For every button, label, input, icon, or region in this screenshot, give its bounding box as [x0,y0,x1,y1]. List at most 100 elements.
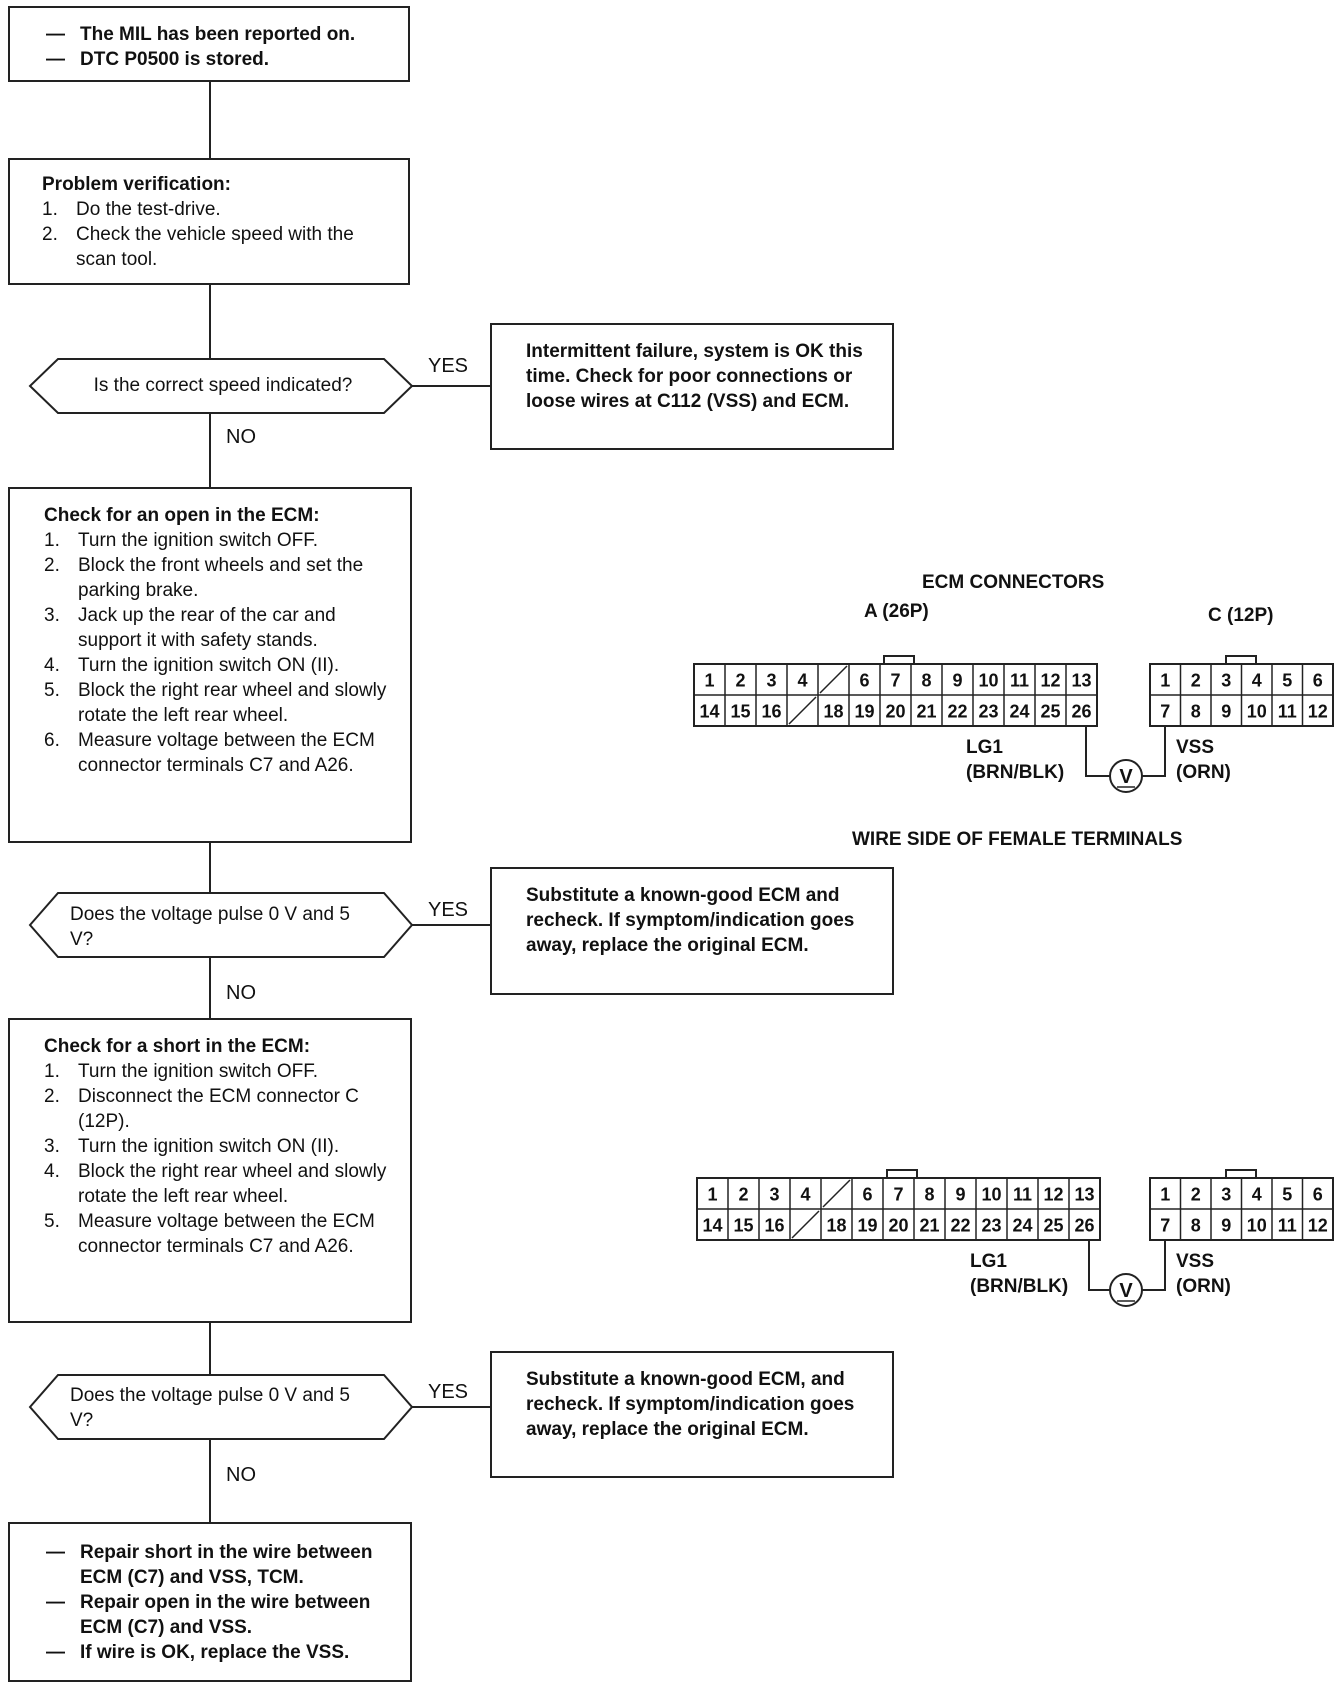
connector-c-top-terminal: 1 [1160,671,1170,691]
yes2-result-text: Substitute a known-good ECM and recheck.… [526,885,855,956]
connector-c-top-terminal: 7 [1160,702,1170,722]
connector-c-bottom-terminal: 12 [1308,1216,1328,1236]
vss-color-1: (ORN) [1176,762,1231,783]
connector-c-top-terminal: 4 [1252,671,1262,691]
connector-c-bottom-terminal: 11 [1278,1216,1297,1236]
connector-c-bottom-terminal: 6 [1313,1185,1323,1205]
connector-a-bottom-terminal: 21 [919,1216,939,1236]
connector-a-bottom-terminal: 19 [857,1216,877,1236]
connector-a-bottom-terminal: 16 [764,1216,784,1236]
connector-a-bottom-terminal: 2 [738,1185,748,1205]
connector-a-top-terminal: 8 [921,671,931,691]
connector-a-bottom-terminal: 12 [1043,1185,1063,1205]
short-check-box: Check for a short in the ECM: 1.Turn the… [8,1018,412,1323]
connector-c-bottom-terminal: 10 [1247,1216,1267,1236]
decision-question-2: Does the voltage pulse 0 V and 5 V? [70,904,350,950]
connector-a-bottom-terminal: 10 [981,1185,1001,1205]
connector-c-bottom-terminal: 1 [1160,1185,1170,1205]
connector-a-bottom-terminal: 3 [769,1185,779,1205]
connector-c-bottom-terminal: 9 [1221,1216,1231,1236]
connector-c-top-terminal: 10 [1247,702,1267,722]
meter-bottom-wire-c7 [1142,1240,1166,1291]
decision-question-3: Does the voltage pulse 0 V and 5 V? [70,1385,350,1431]
connector-a-top-terminal: 11 [1010,671,1029,691]
connector-c-bottom-terminal: 4 [1252,1185,1262,1205]
connector-a-top-terminal: 15 [730,702,750,722]
connector-a-label: A (26P) [864,601,929,622]
connector-c-bottom-terminal: 5 [1282,1185,1292,1205]
connector-a-bottom-terminal: 1 [707,1185,717,1205]
connector-caption: WIRE SIDE OF FEMALE TERMINALS [852,829,1183,850]
short-check-step: 3.Turn the ignition switch ON (II). [44,1136,340,1157]
connector-a-bottom-latch [886,1169,918,1179]
connector-a-bottom-terminal: 26 [1074,1216,1094,1236]
meter-bottom-wire-a26 [1088,1240,1110,1291]
connector-c-top-terminal: 3 [1221,671,1231,691]
connector-a-top-terminal: 6 [859,671,869,691]
yes-label-3: YES [428,1381,469,1403]
connector-c-top-terminal: 11 [1278,702,1297,722]
repair-line: —Repair open in the wire between ECM (C7… [46,1592,371,1638]
start-line: —The MIL has been reported on. [46,24,356,45]
meter-top-wire-c7 [1142,726,1166,777]
connector-a-bottom-terminal: 22 [950,1216,970,1236]
connector-c-top-terminal: 9 [1221,702,1231,722]
decision-question-1: Is the correct speed indicated? [93,375,353,396]
vss-label-1: VSS [1176,737,1215,758]
short-check-step: 5.Measure voltage between the ECM connec… [44,1211,375,1257]
short-check-step: 2.Disconnect the ECM connector C (12P). [44,1086,359,1132]
connector-a-top-terminal: 14 [699,702,719,722]
connector-a-bottom-terminal: 20 [888,1216,908,1236]
connector-a-top-terminal: 7 [890,671,900,691]
connector-a-bottom-terminal: 14 [702,1216,722,1236]
connector-a-top-terminal: 12 [1040,671,1060,691]
vss-color-2: (ORN) [1176,1276,1231,1297]
connector-c-bottom-terminal: 3 [1221,1185,1231,1205]
connector-a-bottom-terminal: 4 [800,1185,810,1205]
open-check-step: 1.Turn the ignition switch OFF. [44,530,319,551]
connector-a-top-terminal: 21 [916,702,936,722]
open-check-step: 2.Block the front wheels and set the par… [44,555,364,601]
connector-a-bottom-terminal: 9 [955,1185,965,1205]
verify-step: 2.Check the vehicle speed with the scan … [42,224,354,270]
connector-c-top-terminal: 8 [1191,702,1201,722]
connector-a-top-terminal: 26 [1071,702,1091,722]
lg1-label-2: LG1 [970,1251,1007,1272]
lg1-color-2: (BRN/BLK) [970,1276,1069,1297]
connector-a-bottom-terminal: 23 [981,1216,1001,1236]
connector-a-top-terminal: 25 [1040,702,1060,722]
repair-line: —Repair short in the wire between ECM (C… [46,1542,373,1588]
connector-a-bottom-terminal: 13 [1074,1185,1094,1205]
no-label-3: NO [226,1464,256,1486]
connector-a-top-terminal: 18 [823,702,843,722]
connector-c-top-latch [1225,655,1257,665]
connector-a-top-terminal: 4 [797,671,807,691]
yes3-result-text: Substitute a known-good ECM, and recheck… [526,1369,855,1440]
open-check-box: Check for an open in the ECM: 1.Turn the… [8,487,412,843]
short-check-step: 4.Block the right rear wheel and slowly … [44,1161,387,1207]
connector-a-bottom-terminal: 11 [1013,1185,1032,1205]
no-label-2: NO [226,982,256,1004]
yes-label-1: YES [428,355,469,377]
verify-title: Problem verification: [42,174,231,195]
connector-a-top-terminal: 10 [978,671,998,691]
yes-label-2: YES [428,899,469,921]
connector-a-bottom-terminal: 24 [1012,1216,1032,1236]
meter-bottom-voltmeter [1109,1273,1143,1307]
repair-box: —Repair short in the wire between ECM (C… [8,1522,412,1682]
connector-a-top-terminal: 13 [1071,671,1091,691]
meter-top-voltmeter [1109,759,1143,793]
connector-c-bottom-terminal: 2 [1191,1185,1201,1205]
no-label-1: NO [226,426,256,448]
connector-a-top-latch [883,655,915,665]
connector-a-top-terminal: 19 [854,702,874,722]
connector-a-bottom-terminal: 8 [924,1185,934,1205]
connector-a-top-terminal: 3 [766,671,776,691]
open-check-step: 3.Jack up the rear of the car and suppor… [44,605,336,651]
open-check-title: Check for an open in the ECM: [44,505,320,526]
verify-step: 1.Do the test-drive. [42,199,221,220]
connector-c-label: C (12P) [1208,605,1274,626]
meter-top-wire-a26 [1085,726,1110,777]
